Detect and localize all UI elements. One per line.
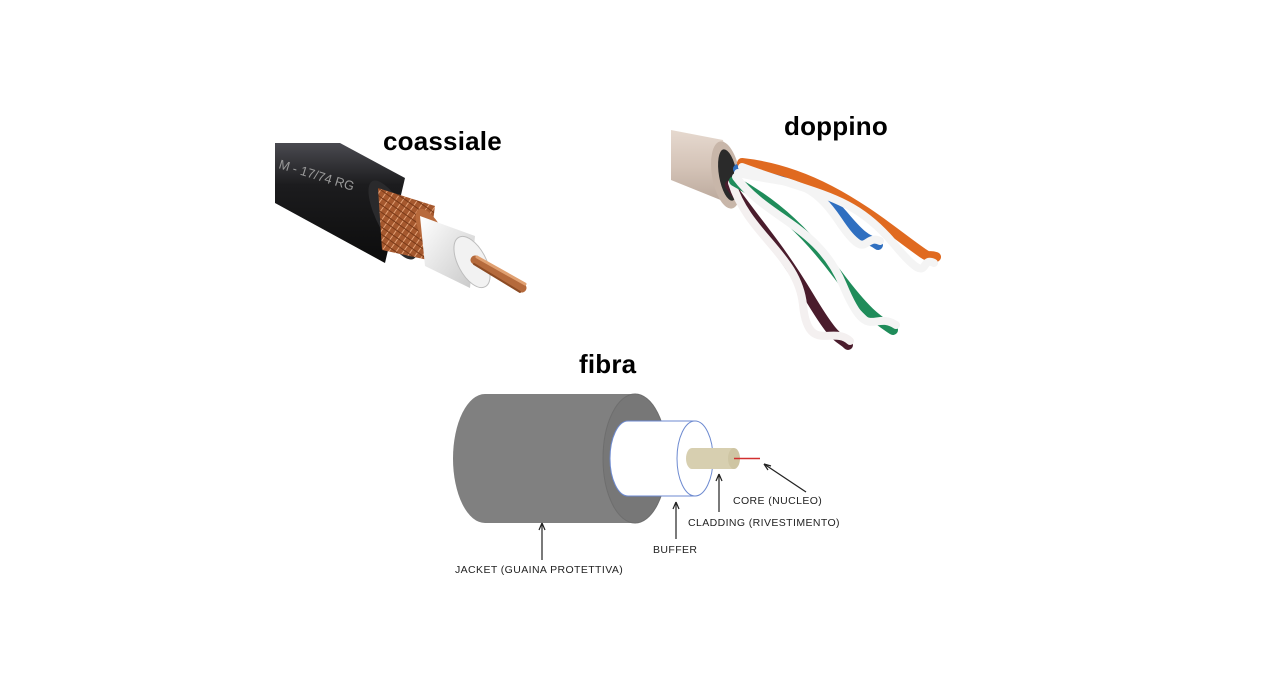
core-leader [763,463,807,493]
fiber-cladding [686,448,734,469]
coax-braided-shield [378,188,435,260]
coax-copper-core [470,255,527,293]
pair-brown [725,179,854,350]
fiber-jacket [453,394,635,523]
twisted-pair-illustration [671,130,941,350]
label-buffer: BUFFER [653,544,697,556]
label-core: CORE (NUCLEO) [733,495,822,507]
pair-orange [737,158,941,273]
coax-outer-jacket [275,143,405,263]
coax-cable-illustration: M - 17/74 RG [275,143,527,293]
fiber-buffer [609,420,696,497]
title-fiber: fibra [579,349,637,379]
pair-green [729,173,900,335]
title-twisted-pair: doppino [784,111,888,141]
title-coax: coassiale [383,126,502,156]
label-jacket: JACKET (GUAINA PROTETTIVA) [455,564,623,576]
label-cladding: CLADDING (RIVESTIMENTO) [688,517,840,529]
